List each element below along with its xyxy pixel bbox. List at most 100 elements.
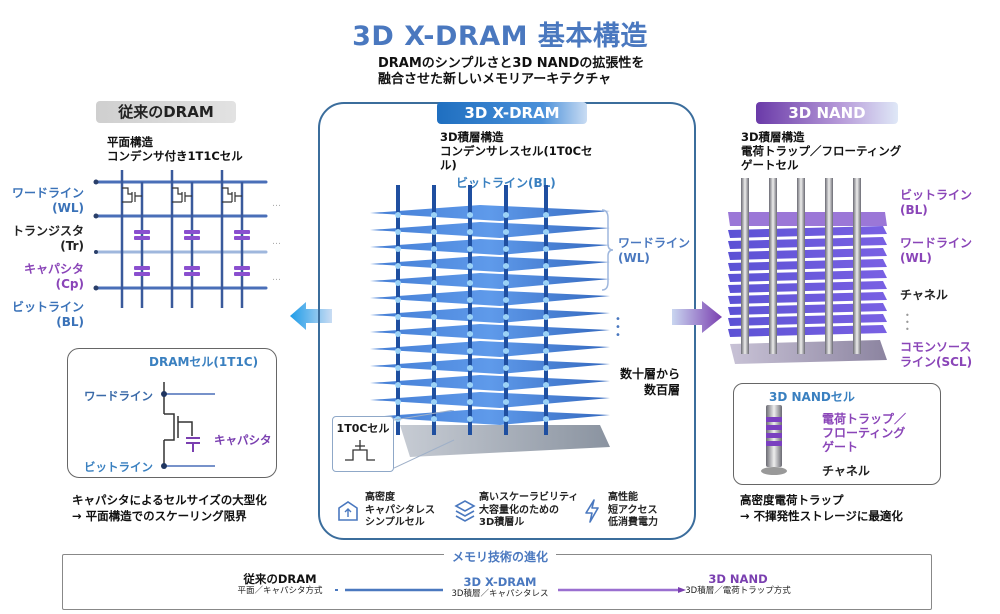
feature-line: 大容量化のための: [479, 504, 559, 516]
stage-sub: 3D積層／電荷トラップ方式: [685, 586, 791, 596]
feature-text: 高密度 キャパシタレス シンプルセル: [365, 492, 435, 530]
nand-cell-box: [733, 383, 941, 485]
label-transistor: トランジスタ (Tr): [4, 224, 84, 254]
nand-cell-trap-label: 電荷トラップ／ フローティング ゲート: [822, 412, 906, 454]
label-text: ワードライン: [618, 236, 691, 250]
feature-item: 高いスケーラビリティ 大容量化のための 3D積層ル: [454, 491, 582, 531]
cell-glow: [431, 212, 437, 218]
xdram-bitline-label: ビットライン(BL): [456, 176, 556, 190]
dram-cell-title: DRAMセル(1T1C): [149, 355, 259, 369]
cell-glow: [431, 348, 437, 354]
cell-glow: [503, 365, 509, 371]
conclusion-line: → 不揮発性ストレージに最適化: [740, 509, 903, 523]
cell-glow: [543, 297, 549, 303]
xdram-3d-stack: [370, 185, 610, 457]
dram-cell-wordline-label: ワードライン: [84, 389, 153, 403]
cell-glow: [543, 348, 549, 354]
feature-item: 高密度 キャパシタレス シンプルセル: [336, 491, 454, 531]
label-text: 電荷トラップ／: [822, 412, 907, 426]
wordline-brace-icon: [601, 209, 614, 291]
nand-cell-title: 3D NANDセル: [769, 390, 855, 404]
nand-wordline-layer: [728, 237, 887, 249]
nand-wordline-layer: [728, 259, 887, 271]
subtitle-line-2: 融合させた新しいメモリアーキテクチャ: [378, 72, 612, 87]
evolution-arrow-icon: [558, 587, 686, 593]
desc-line: コンデンサ付き1T1Cセル: [107, 149, 243, 163]
nand-label-scl: コモンソース ライン(SCL): [900, 340, 972, 370]
grid-lines: [94, 180, 268, 290]
cell-glow: [431, 331, 437, 337]
density-box-icon: [338, 501, 358, 521]
transistors: [122, 187, 242, 203]
nand-wordline-layer: [728, 314, 887, 326]
cell-glow: [503, 263, 509, 269]
cell-glow: [395, 263, 401, 269]
wordline-layer: [370, 290, 610, 306]
ellipsis-marks: ………: [272, 199, 281, 283]
nand-channel-pillar: [741, 178, 749, 354]
cell-glow: [431, 416, 437, 422]
desc-line: 3D積層構造: [741, 130, 805, 144]
nand-channel-pillar: [769, 178, 777, 354]
cell-glow: [395, 348, 401, 354]
feature-line: 低消費電力: [608, 517, 658, 529]
nand-3d-stack: [728, 178, 887, 364]
label-text: ビットライン: [11, 300, 84, 314]
cell-glow: [543, 331, 549, 337]
subtitle-line-1: DRAMのシンプルさと3D NANDの拡張性を: [378, 56, 645, 71]
cell-glow: [503, 280, 509, 286]
nand-base: [730, 340, 887, 364]
feature-line: 高いスケーラビリティ: [479, 492, 579, 504]
cell-glow: [431, 314, 437, 320]
label-text: 数十層から: [619, 367, 680, 381]
nand-wordline-layer: [728, 226, 887, 238]
conclusion-line: キャパシタによるセルサイズの大型化: [72, 493, 267, 507]
cell-glow: [395, 399, 401, 405]
3d-nand-conclusion: 高密度電荷トラップ → 不揮発性ストレージに最適化: [740, 492, 903, 524]
capacitors: [134, 230, 250, 276]
label-text: (Cp): [55, 277, 84, 291]
cell-glow: [543, 246, 549, 252]
feature-line: 短アクセス: [608, 504, 658, 516]
evolution-connector-1: [335, 588, 443, 592]
evolution-title-text: メモリ技術の進化: [443, 550, 556, 564]
nand-wordline-layer: [728, 303, 887, 315]
feature-item: 高性能 短アクセス 低消費電力: [582, 491, 682, 531]
cell-glow: [395, 314, 401, 320]
stage-name: 従来のDRAM: [243, 572, 317, 586]
cell-glow: [467, 280, 473, 286]
svg-text:…: …: [272, 273, 281, 283]
label-text: (BL): [56, 315, 84, 329]
3d-nand-tag: 3D NAND: [756, 102, 898, 124]
feature-row: 高密度 キャパシタレス シンプルセル 高いスケーラビリティ 大容量化のための 3…: [336, 491, 686, 531]
cell-glow: [503, 399, 509, 405]
nand-wordline-layer: [728, 248, 887, 260]
cell-glow: [431, 229, 437, 235]
cell-glow: [503, 246, 509, 252]
cell-glow: [543, 212, 549, 218]
label-text: フローティング: [822, 426, 906, 440]
feature-line: 高性能: [608, 492, 638, 504]
cell-glow: [467, 399, 473, 405]
cell-glow: [431, 263, 437, 269]
columns: [120, 170, 244, 308]
wordline-layer: [370, 409, 610, 425]
cell-glow: [395, 382, 401, 388]
nand-label-bitline: ビットライン (BL): [900, 188, 972, 218]
nand-channel-pillar: [853, 178, 861, 354]
wordline-layer: [370, 307, 610, 323]
cell-glow: [395, 280, 401, 286]
cell-glow: [503, 229, 509, 235]
cell-glow: [543, 280, 549, 286]
1t0c-cell-inset: 1T0Cセル: [332, 416, 394, 472]
cell-glow: [543, 399, 549, 405]
nodes: [93, 179, 99, 291]
wordline-layer: [370, 375, 610, 391]
stage-name: 3D NAND: [708, 572, 768, 586]
nand-channel-pillar: [797, 178, 805, 354]
nand-wordline-layer: [728, 292, 887, 304]
vertical-ellipsis: •••: [615, 314, 621, 341]
feature-line: 高密度: [365, 492, 395, 504]
wordline-layer: [370, 239, 610, 255]
cell-glow: [467, 229, 473, 235]
